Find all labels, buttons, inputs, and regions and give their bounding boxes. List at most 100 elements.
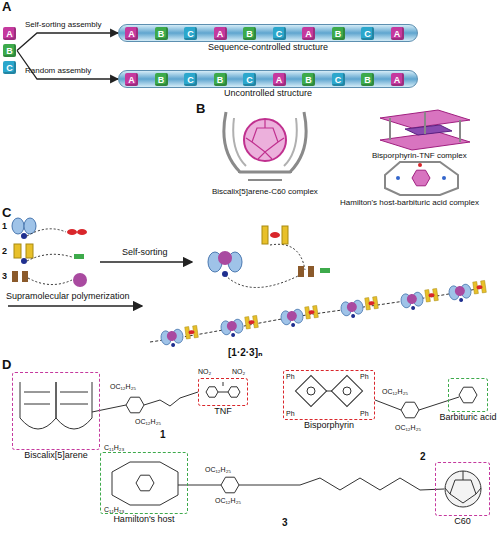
chemical-group: OC₁₂H₂₅ xyxy=(382,388,408,395)
moiety-label: Barbituric acid xyxy=(439,413,496,422)
chain-band: Uncontrolled structureABCBCABCBA xyxy=(118,70,418,88)
hamilton-barbiturate-model xyxy=(396,176,400,180)
moiety-label: C60 xyxy=(454,517,471,526)
chemical-group: NO₂ xyxy=(198,368,211,375)
monomer-1-cartoon xyxy=(12,218,87,239)
chemical-structure-1 xyxy=(144,392,198,406)
unit-letter: C xyxy=(364,29,371,39)
polymer-chain xyxy=(220,315,259,338)
monomer-1-cartoon xyxy=(77,229,87,235)
monomer-1-cartoon xyxy=(67,229,77,235)
unit-square: A xyxy=(214,27,227,40)
unit-square: C xyxy=(184,73,197,86)
moiety-label: Bisporphyrin xyxy=(304,421,354,430)
unit-letter: B xyxy=(335,29,342,39)
moiety-box: TNF xyxy=(198,378,248,406)
polymer-chain xyxy=(448,280,487,303)
calixarene-c60-model xyxy=(233,118,297,166)
monomer-3-cartoon xyxy=(73,273,87,287)
chemical-group: OC₁₂H₂₅ xyxy=(215,497,241,504)
figure-label: Biscalix[5]arene-C60 complex xyxy=(212,188,318,196)
hamilton-barbiturate-model xyxy=(442,176,446,180)
unit-letter: B xyxy=(217,75,224,85)
chemical-group: OC₁₂H₂₅ xyxy=(110,383,136,390)
unit-letter: A xyxy=(394,29,401,39)
hamilton-barbiturate-model xyxy=(385,162,458,195)
chemical-group: C₁₁H₂₃ xyxy=(104,444,124,451)
chemical-structure-2 xyxy=(331,375,362,406)
panel-letter: A xyxy=(2,0,11,13)
polymer-chain xyxy=(150,280,487,348)
monomer-3-cartoon xyxy=(12,271,87,287)
porphyrin-tnf-model xyxy=(380,132,470,150)
unit-letter: B xyxy=(158,75,165,85)
monomer-2-cartoon xyxy=(14,244,21,258)
polymer-chain xyxy=(150,288,482,342)
polymer-chain xyxy=(400,288,439,311)
assembled-trimer-cartoon xyxy=(222,271,228,277)
unit-letter: A xyxy=(305,29,312,39)
process-arrow xyxy=(8,305,142,307)
figure-label: Hamilton's host-barbituric acid complex xyxy=(340,199,479,207)
unit-letter: A xyxy=(217,29,224,39)
porphyrin-tnf-model xyxy=(390,112,460,142)
moiety-box: Barbituric acid xyxy=(448,378,488,412)
chemical-structure-3 xyxy=(136,475,154,491)
figure-label: Supramolecular polymerization xyxy=(6,292,130,301)
calixarene-c60-model xyxy=(224,112,306,172)
figure-label: Self-sorting xyxy=(122,248,168,257)
chemical-structure-1 xyxy=(126,397,144,413)
unit-letter: A xyxy=(394,75,401,85)
chemical-structure-2 xyxy=(307,387,315,395)
unit-letter: C xyxy=(276,29,283,39)
chemical-group: Ph xyxy=(360,373,369,380)
unit-letter: B xyxy=(305,75,312,85)
assembled-trimer-cartoon xyxy=(308,266,314,277)
chemical-structure-3 xyxy=(112,462,178,505)
chemical-structure-1 xyxy=(56,382,92,429)
porphyrin-tnf-model xyxy=(405,125,452,135)
figure-label: 2 xyxy=(2,247,7,256)
calixarene-c60-model xyxy=(238,172,292,180)
monomer-2-cartoon xyxy=(14,244,84,264)
chemical-structure-3 xyxy=(221,477,239,493)
structure-caption: Sequence-controlled structure xyxy=(208,43,328,52)
monomer-2-cartoon xyxy=(27,254,72,261)
monomer-3-cartoon xyxy=(12,271,18,282)
unit-square: B xyxy=(243,27,256,40)
polymer-chain xyxy=(340,296,379,319)
assembled-trimer-cartoon xyxy=(225,244,305,287)
unit-square: B xyxy=(3,44,16,57)
figure-label: 2 xyxy=(420,452,426,462)
process-arrow xyxy=(100,261,192,263)
unit-square: B xyxy=(332,27,345,40)
monomer-2-cartoon xyxy=(21,258,27,264)
monomer-1-cartoon xyxy=(24,218,36,234)
hamilton-barbiturate-model xyxy=(385,162,458,195)
unit-square: C xyxy=(361,27,374,40)
chemical-group: Ph xyxy=(286,410,295,417)
figure-label: [1·2·3]ₙ xyxy=(228,348,263,358)
moiety-label: Biscalix[5]arene xyxy=(24,451,88,460)
unit-square: A xyxy=(125,27,138,40)
arrow-label: Random assembly xyxy=(25,67,91,75)
unit-square: B xyxy=(361,73,374,86)
chemical-structure-1 xyxy=(20,382,56,429)
chemical-group: Ph xyxy=(286,373,295,380)
moiety-box: C60 xyxy=(435,462,490,516)
panel-letter: D xyxy=(2,358,11,371)
unit-square: A xyxy=(125,73,138,86)
chemical-structure-1 xyxy=(92,405,126,412)
chemical-structure-2 xyxy=(419,397,459,410)
unit-square: C xyxy=(332,73,345,86)
chemical-structure-2 xyxy=(459,387,477,403)
unit-letter: A xyxy=(128,29,135,39)
panel-letter: B xyxy=(196,102,205,115)
unit-square: B xyxy=(155,27,168,40)
moiety-box: Biscalix[5]arene xyxy=(12,372,100,450)
unit-square: B xyxy=(302,73,315,86)
chemical-structure-1 xyxy=(24,392,88,404)
assembled-trimer-cartoon xyxy=(218,251,232,265)
moiety-box: Hamilton's host xyxy=(100,452,188,514)
unit-square: B xyxy=(214,73,227,86)
